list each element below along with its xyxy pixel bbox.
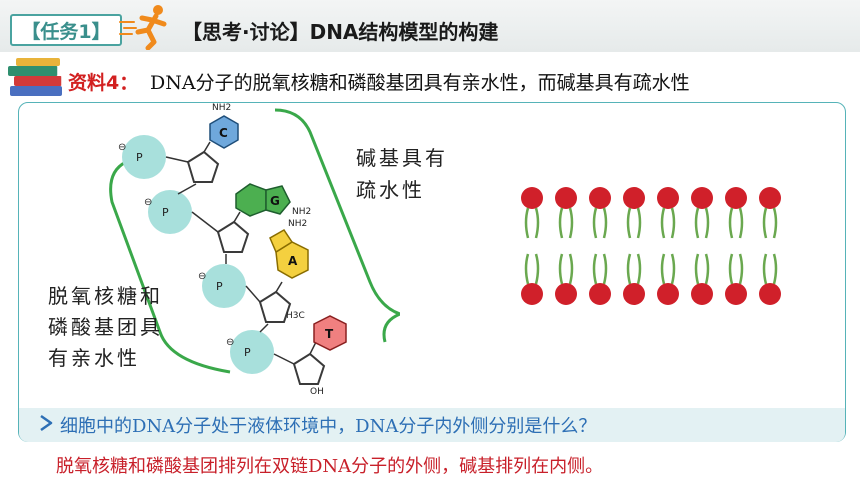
base-g xyxy=(235,183,267,217)
sugar-ring xyxy=(258,290,292,323)
svg-text:P: P xyxy=(244,346,251,359)
lipid-head xyxy=(555,187,577,209)
lipid-head xyxy=(623,187,645,209)
lipid-head xyxy=(623,283,645,305)
page-title: 【思考·讨论】DNA结构模型的构建 xyxy=(182,20,499,44)
lipid-tail xyxy=(728,207,744,239)
phospholipid-bilayer-diagram xyxy=(521,187,781,305)
svg-text:P: P xyxy=(216,280,223,293)
question-bar xyxy=(19,408,845,442)
lipid-head xyxy=(725,187,747,209)
lipid-head xyxy=(657,283,679,305)
header-bar xyxy=(0,0,860,52)
lipid-head xyxy=(691,187,713,209)
lipid-head xyxy=(657,187,679,209)
base-c xyxy=(209,115,239,149)
lipid-head xyxy=(759,283,781,305)
bases-brace xyxy=(274,108,400,343)
lipid-tail xyxy=(524,207,540,239)
lipid-tail xyxy=(762,207,778,239)
lipid-head xyxy=(555,283,577,305)
lipid-head xyxy=(725,283,747,305)
phosphate-group: P ⊖ xyxy=(198,264,246,308)
svg-text:⊖: ⊖ xyxy=(118,142,126,153)
svg-text:T: T xyxy=(325,327,334,341)
lipid-tail xyxy=(626,253,642,285)
sugar-ring xyxy=(216,220,250,253)
svg-text:⊖: ⊖ xyxy=(144,197,152,208)
lipid-tail xyxy=(762,253,778,285)
backbone-brace xyxy=(109,160,231,374)
arrow-right-icon xyxy=(40,414,53,432)
svg-text:G: G xyxy=(270,194,280,208)
lipid-tail xyxy=(660,253,676,285)
lipid-head xyxy=(589,283,611,305)
backbone-hydrophilic-label: 脱氧核糖和 磷酸基团具 有亲水性 xyxy=(48,284,163,370)
runner-icon xyxy=(119,5,167,50)
resource-text: DNA分子的脱氧核糖和磷酸基团具有亲水性，而碱基具有疏水性 xyxy=(150,72,690,94)
phosphate-group: P ⊖ xyxy=(118,135,166,179)
question-text: 细胞中的DNA分子处于液体环境中，DNA分子内外侧分别是什么？ xyxy=(60,416,597,437)
lipid-tail xyxy=(694,253,710,285)
lipid-tail xyxy=(626,207,642,239)
lipid-tail xyxy=(592,207,608,239)
lipid-tail xyxy=(660,207,676,239)
resource-label: 资料4： xyxy=(68,72,139,94)
answer-text: 脱氧核糖和磷酸基团排列在双链DNA分子的外侧，碱基排列在内侧。 xyxy=(56,456,604,477)
books-icon xyxy=(8,58,63,96)
sugar-ring xyxy=(292,352,326,385)
lipid-head xyxy=(589,187,611,209)
phosphate-group: P ⊖ xyxy=(226,330,274,374)
svg-text:H3C: H3C xyxy=(286,311,305,321)
lipid-tail xyxy=(524,253,540,285)
svg-text:⊖: ⊖ xyxy=(226,337,234,348)
svg-text:⊖: ⊖ xyxy=(198,271,206,282)
lipid-tail xyxy=(558,207,574,239)
lipid-head xyxy=(521,283,543,305)
lipid-head xyxy=(691,283,713,305)
lipid-head xyxy=(521,187,543,209)
phosphate-group: P ⊖ xyxy=(144,190,192,234)
svg-text:NH2: NH2 xyxy=(212,103,231,113)
lipid-tail xyxy=(728,253,744,285)
svg-text:P: P xyxy=(162,206,169,219)
lipid-tail xyxy=(694,207,710,239)
svg-text:A: A xyxy=(288,254,298,268)
dna-strand-diagram: P ⊖ C NH2 P ⊖ G NH2 P ⊖ A NH2 P ⊖ xyxy=(109,103,400,394)
base-t xyxy=(313,315,347,351)
lipid-tail xyxy=(558,253,574,285)
lipid-head xyxy=(759,187,781,209)
task-tag: 【任务1】 xyxy=(10,14,122,46)
lipid-tail xyxy=(592,253,608,285)
svg-text:C: C xyxy=(219,126,228,140)
svg-text:NH2: NH2 xyxy=(288,219,307,229)
svg-text:OH: OH xyxy=(310,387,324,394)
sugar-ring xyxy=(186,150,220,183)
phosphate-p-label: P xyxy=(136,151,143,164)
base-hydrophobic-label: 碱基具有 疏水性 xyxy=(356,146,448,202)
svg-text:NH2: NH2 xyxy=(292,207,311,217)
